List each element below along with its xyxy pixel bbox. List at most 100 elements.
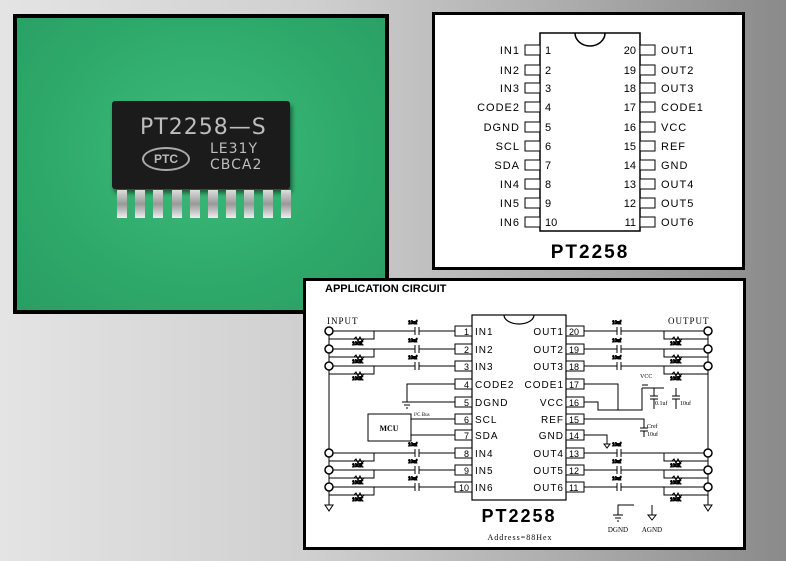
app-pin-name-left: DGND [475, 398, 508, 409]
app-pin-name-left: IN3 [475, 362, 494, 373]
app-pin-name-left: IN1 [475, 327, 494, 338]
lot-line-1: LE31Y [210, 141, 259, 157]
capacitor-label: 10uf [612, 356, 622, 361]
wire [329, 366, 375, 378]
wire [584, 449, 704, 457]
pin-name-right: OUT2 [661, 65, 694, 77]
pin-number-left: 10 [545, 217, 557, 229]
pinout-ic-body [539, 32, 641, 232]
pin-number-right: 11 [625, 217, 636, 229]
chip-lead [244, 190, 255, 218]
pin-name-left: IN6 [500, 217, 520, 229]
capacitor-label: 10uf [612, 321, 622, 326]
mcu-box [367, 413, 412, 442]
app-pin-name-left: IN2 [475, 345, 494, 356]
wire [584, 345, 704, 353]
pin-name-right: REF [661, 141, 686, 153]
pin-pad [524, 82, 541, 94]
app-pin-name-right: VCC [540, 398, 564, 409]
chip-lead [280, 190, 291, 218]
chip-lead [226, 190, 237, 218]
pin-name-left: SCL [496, 141, 520, 153]
pin-number-right: 18 [624, 83, 636, 95]
app-pin-number-right: 11 [569, 483, 578, 493]
app-pin-number-right: 15 [569, 415, 579, 425]
pin-number-left: 1 [545, 45, 551, 57]
chip-lead [153, 190, 164, 218]
app-pin-name-right: OUT6 [533, 483, 564, 494]
pin1-notch [574, 32, 606, 47]
app-pin-number-left: 9 [464, 466, 469, 476]
wire [663, 487, 708, 499]
app-pin-name-right: REF [541, 415, 564, 426]
pin-pad [524, 178, 541, 190]
pin-name-left: IN3 [500, 83, 520, 95]
input-jack [324, 482, 334, 492]
pin-number-left: 8 [545, 179, 551, 191]
app-pin-number-right: 12 [569, 466, 579, 476]
app-pin-number-left: 3 [464, 362, 469, 372]
chip-marking: PT2258—S [140, 115, 267, 140]
pin-pad [524, 159, 541, 171]
pin-name-left: DGND [484, 122, 520, 134]
output-jack [703, 482, 713, 492]
pin-name-right: OUT1 [661, 45, 694, 57]
wire [584, 434, 611, 449]
pin-pad [639, 178, 656, 190]
pin-number-right: 15 [624, 141, 636, 153]
input-label: INPUT [327, 316, 359, 326]
agnd-label: AGND [642, 526, 662, 534]
app-pin-number-right: 20 [569, 327, 579, 337]
output-jack [703, 448, 713, 458]
pin-number-left: 6 [545, 141, 551, 153]
chip-photo: PT2258—S PTC LE31Y CBCA2 [13, 14, 389, 314]
wire [329, 331, 375, 343]
app-pin-name-right: OUT2 [533, 345, 564, 356]
chip-lead [117, 190, 127, 218]
pin-name-right: OUT4 [661, 179, 694, 191]
pin-number-left: 7 [545, 160, 551, 172]
app-pin-number-left: 4 [464, 380, 469, 390]
resistor-label: 100K [670, 342, 682, 347]
pin-name-left: IN1 [500, 45, 520, 57]
resistor-label: 100K [670, 498, 682, 503]
pin-number-left: 9 [545, 198, 551, 210]
chip-body: PT2258—S PTC LE31Y CBCA2 [112, 101, 290, 189]
app-ic-body [471, 314, 567, 501]
pin-name-right: OUT6 [661, 217, 694, 229]
pin-pad [639, 197, 656, 209]
app-pin-number-left: 10 [459, 483, 469, 493]
app-pin-name-left: SCL [475, 415, 497, 426]
pin-pad [524, 101, 541, 113]
chip-lead [189, 190, 200, 218]
pin-name-left: IN5 [500, 198, 520, 210]
output-jack [703, 465, 713, 475]
wire [663, 366, 708, 378]
app-pin-number-right: 17 [569, 380, 579, 390]
wire [663, 331, 708, 343]
app-pin-number-left: 6 [464, 415, 469, 425]
app-pin-name-left: CODE2 [475, 380, 514, 391]
output-jack [703, 344, 713, 354]
resistor-label: 100K [352, 464, 364, 469]
output-jack [703, 326, 713, 336]
pin-name-left: IN2 [500, 65, 520, 77]
wire [663, 470, 708, 482]
resistor-label: 100K [352, 481, 364, 486]
wire [663, 453, 708, 465]
app-pin-number-right: 18 [569, 362, 579, 372]
input-jack [324, 361, 334, 371]
app-pin-name-right: CODE1 [525, 380, 564, 391]
app-pin-number-left: 2 [464, 345, 469, 355]
cref-label: Cref [647, 423, 658, 430]
pin-number-right: 20 [624, 45, 636, 57]
capacitor-label: 10uf [612, 443, 622, 448]
pin-number-right: 14 [624, 160, 636, 172]
pin-number-left: 3 [545, 83, 551, 95]
capacitor-label: 10uf [408, 356, 418, 361]
resistor-label: 100K [670, 360, 682, 365]
app-title: APPLICATION CIRCUIT [325, 283, 447, 295]
wire [663, 349, 708, 361]
pin-number-left: 2 [545, 65, 551, 77]
